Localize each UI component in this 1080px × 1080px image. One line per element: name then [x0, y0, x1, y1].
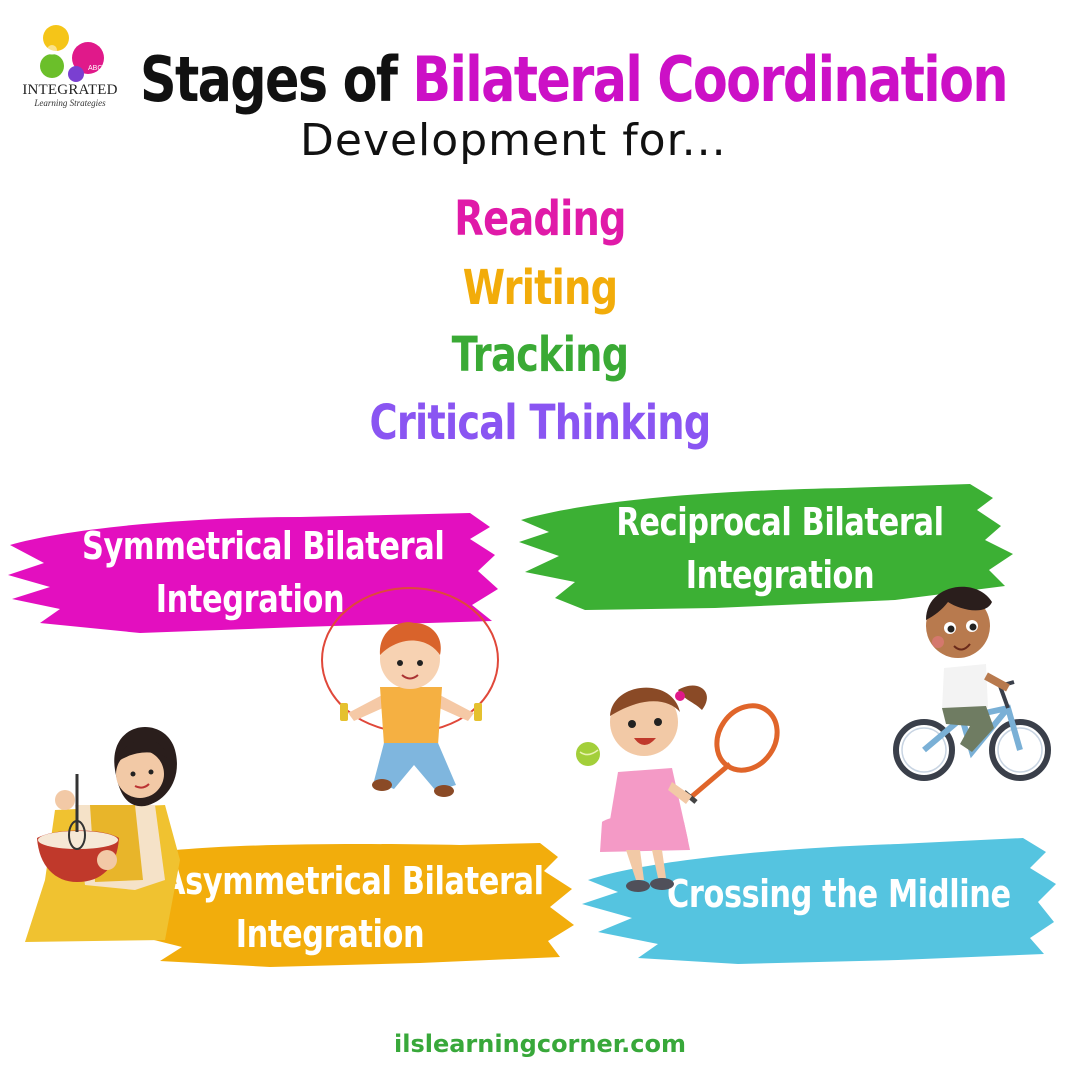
brush-stroke-midline	[582, 838, 1056, 964]
brush-stroke-asymmetrical	[128, 843, 574, 967]
stage-asymmetrical-line2: Integration	[235, 912, 425, 956]
stage-symmetrical-line2: Integration	[155, 577, 345, 621]
stage-symmetrical-line1: Symmetrical Bilateral	[82, 524, 445, 568]
stage-reciprocal-line1: Reciprocal Bilateral	[616, 500, 944, 544]
stage-midline-label: Crossing the Midline	[667, 868, 1011, 921]
cooking-woman-illustration	[25, 727, 180, 942]
stage-reciprocal-label: Reciprocal Bilateral Integration	[612, 496, 948, 602]
skill-writing: Writing	[462, 260, 618, 316]
website-url[interactable]: ilslearningcorner.com	[393, 1030, 687, 1058]
stage-asymmetrical-label: Asymmetrical Bilateral Integration	[162, 855, 544, 961]
brush-stroke-reciprocal	[519, 484, 1013, 610]
skill-reading: Reading	[454, 191, 626, 247]
stage-symmetrical-label: Symmetrical Bilateral Integration	[82, 520, 445, 626]
stage-reciprocal-line2: Integration	[685, 553, 875, 597]
stage-midline-line1: Crossing the Midline	[667, 872, 1011, 916]
tennis-girl-illustration	[576, 685, 780, 892]
integrated-logo: ABC	[40, 25, 104, 82]
skill-tracking: Tracking	[451, 327, 630, 383]
title-part-stages: Stages of	[140, 43, 413, 116]
logo-tagline: Learning Strategies	[34, 98, 106, 108]
page-subtitle: Development for...	[300, 115, 727, 166]
title-part-bilateral: Bilateral Coordination	[412, 43, 1008, 116]
stage-asymmetrical-line1: Asymmetrical Bilateral	[162, 859, 544, 903]
jump-rope-boy-illustration	[321, 587, 499, 797]
svg-text:ABC: ABC	[88, 65, 102, 72]
skill-critical-thinking: Critical Thinking	[369, 395, 712, 451]
logo-wordmark: INTEGRATED	[22, 82, 118, 98]
brush-stroke-symmetrical	[8, 513, 498, 633]
bicycle-boy-illustration	[893, 586, 1051, 781]
page-title: Stages of Bilateral Coordination	[140, 40, 1009, 120]
